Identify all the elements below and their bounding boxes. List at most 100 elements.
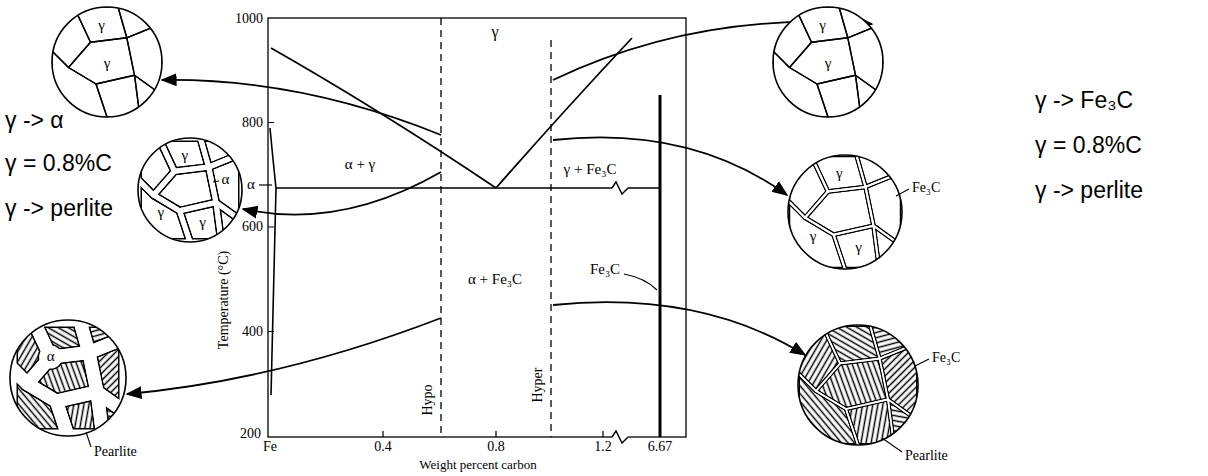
grain-ground [773,7,883,117]
grain-drawing [8,318,128,438]
pointer-arrow [243,172,441,215]
axis-break [612,431,628,443]
phase-label: γ [181,147,188,164]
callout-label: Fe₃C [932,350,960,366]
transformation-note: γ -> perlite [5,195,113,221]
phase-label: γ [855,240,862,257]
microstructure-circle: γ α γ γ [138,138,242,242]
microstructure-circle: αPearlite [10,320,126,436]
region-label: Fe₃C [589,261,621,278]
grain-group [788,155,902,269]
phase-label: γ [825,56,832,73]
grain-drawing [786,153,904,271]
phase-label: γ [98,17,105,34]
phase-label: γ [199,215,206,232]
grain-drawing [136,136,244,244]
pointer-arrow [553,302,805,355]
region-label: α + Fe₃C [467,271,523,288]
leader-line [915,359,929,366]
grain-group [138,138,242,242]
eutectoid-line [276,187,660,189]
leader-line [86,432,91,447]
leader-line [624,274,657,290]
transformation-note: γ -> Fe₃C [1035,87,1133,113]
microstructure-circle: Fe₃CPearlite [798,325,918,445]
axis-tick-label: 1.2 [593,439,613,455]
composition-note: γ = 0.8%C [1035,132,1142,158]
circle-outline [798,325,918,445]
circle-outline [52,7,162,117]
hyper-line [550,40,551,437]
circle-outline [788,155,902,269]
grain-boundary [138,180,190,242]
callout-label: Pearlite [94,444,137,460]
pointer-arrow [127,318,441,394]
cementite-line [659,95,662,437]
microstructure-circle: γγ [773,7,883,117]
circle-outline [138,138,242,242]
alloy-label: Hypo [420,383,436,416]
axis-tick-label: 0.4 [373,439,393,455]
alloy-label: Hyper [530,367,546,404]
microstructure-circle: Fe₃Cγγγ [788,155,902,269]
circle-outline [10,320,126,436]
microstructure-circle: γγ [52,7,162,117]
region-label: γ [490,23,499,41]
a3-line [271,48,496,188]
alpha-solvus [270,128,276,395]
axis-tick-label: 1000 [235,11,263,27]
phase-label: γ [819,17,826,34]
phase-label: γ [836,166,843,183]
ferrite-patch [39,346,62,369]
transformation-note: γ -> perlite [1035,177,1143,203]
acm-line [496,38,632,188]
composition-note: γ = 0.8%C [5,150,112,176]
leader-line [882,438,902,452]
phase-label: γ [104,56,111,73]
grain-ground [788,155,902,269]
grain-boundary [773,51,828,117]
axis-ticks [268,123,603,438]
hypo-line [440,18,441,437]
grain-ground [138,138,242,242]
axis-title: Weight percent carbon [418,458,537,473]
phase-label: γ [810,228,817,245]
axis-tick-label: 400 [242,323,263,339]
region-label: α [246,176,256,193]
axis-title: Temperature (°C) [216,250,232,350]
grain-group [773,7,883,117]
region-label: γ + Fe₃C [563,161,618,178]
grain-boundary [10,366,68,436]
leader-line [259,184,272,185]
phase-label: α [47,348,55,365]
axis-tick-label: 200 [240,426,261,442]
grain-group [10,320,126,436]
axis-tick-label: Fe [262,439,278,455]
axis-tick-label: 0.8 [486,439,506,455]
grain-group [52,7,162,117]
grain-drawing [796,323,920,447]
pointer-arrow [553,137,787,195]
leader-line [213,181,219,182]
phase-label: α [221,171,229,188]
grain-ground [52,7,162,117]
axis-break [612,182,628,194]
plot-frame [268,18,686,437]
transformation-note: γ -> α [5,107,64,133]
axis-tick-label: 600 [242,219,263,235]
grain-ground [10,320,126,436]
axis-tick-label: 800 [242,114,263,130]
grain-group [798,325,918,445]
grain-ground [798,325,918,445]
callout-label: Pearlite [905,448,948,464]
phase-label: γ [158,204,165,221]
callout-label: Fe₃C [912,180,940,196]
circle-outline [773,7,883,117]
region-label: α + γ [344,156,376,173]
axis-tick-label: 6.67 [647,439,674,455]
grain-boundary [798,373,858,445]
grain-boundary [138,180,190,242]
pointer-arrow [162,80,441,135]
leader-line [896,189,909,196]
